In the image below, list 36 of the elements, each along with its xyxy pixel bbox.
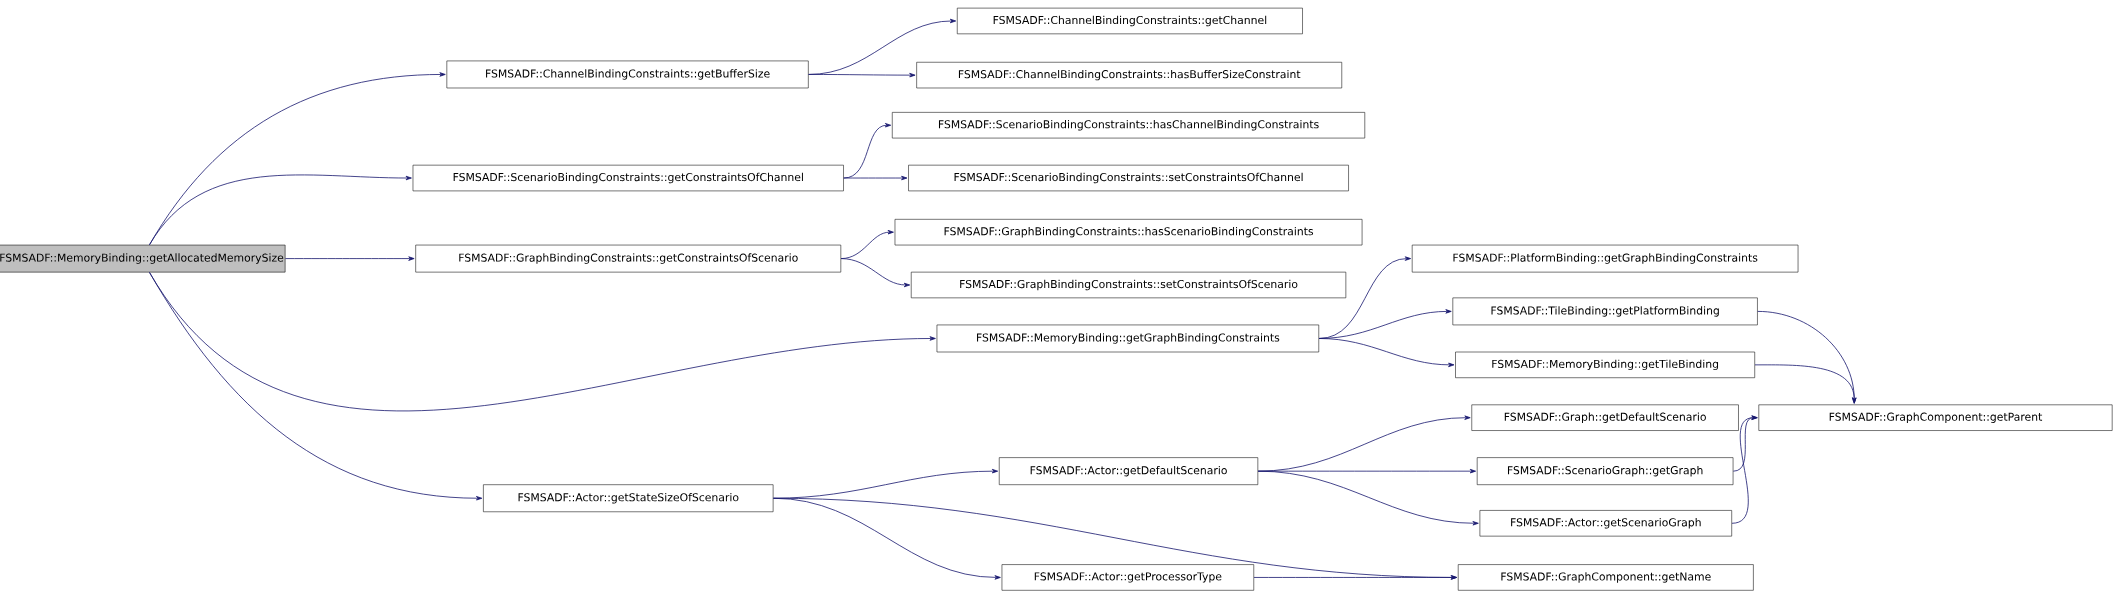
function-box: FSMSADF::MemoryBinding::getTileBinding — [1455, 351, 1755, 379]
arrow — [808, 73, 916, 78]
function-box: FSMSADF::ScenarioBindingConstraints::setConstraintsOfChannel — [908, 165, 1349, 192]
function-box: FSMSADF::Graph::getDefaultScenario — [1471, 404, 1739, 431]
function-box: FSMSADF::ScenarioGraph::getGraph — [1476, 457, 1734, 486]
function-box: FSMSADF::MemoryBinding::getAllocatedMemorySize — [0, 244, 286, 273]
arrow — [285, 256, 415, 261]
arrow — [1257, 470, 1479, 526]
arrow — [1318, 338, 1455, 368]
arrow — [1754, 364, 1857, 404]
arrow — [149, 272, 936, 412]
function-box: FSMSADF::Actor::getScenarioGraph — [1479, 510, 1732, 537]
function-box: FSMSADF::TileBinding::getPlatformBinding — [1452, 297, 1758, 326]
function-box: FSMSADF::PlatformBinding::getGraphBindingConstraints — [1411, 244, 1799, 273]
arrow — [1257, 415, 1471, 472]
arrow — [840, 258, 911, 288]
function-box: FSMSADF::GraphBindingConstraints::hasScenarioBindingConstraints — [894, 219, 1363, 246]
function-box: FSMSADF::GraphBindingConstraints::getConstraintsOfScenario — [415, 244, 842, 273]
function-box: FSMSADF::ChannelBindingConstraints::getBufferSize — [446, 60, 809, 89]
arrow — [1253, 575, 1458, 580]
arrow — [1731, 415, 1758, 524]
arrow — [149, 174, 412, 246]
arrow — [149, 72, 446, 246]
function-box: FSMSADF::Actor::getStateSizeOfScenario — [483, 484, 774, 513]
function-box: FSMSADF::GraphBindingConstraints::setConstraintsOfScenario — [910, 271, 1347, 299]
function-box: FSMSADF::ChannelBindingConstraints::getChannel — [957, 7, 1303, 35]
arrow — [149, 272, 483, 501]
function-box: FSMSADF::GraphComponent::getParent — [1758, 404, 2113, 431]
function-box: FSMSADF::Actor::getDefaultScenario — [998, 457, 1259, 486]
function-box: FSMSADF::ScenarioBindingConstraints::hasChannelBindingConstraints — [892, 112, 1366, 139]
function-box: FSMSADF::Actor::getProcessorType — [1001, 564, 1255, 591]
function-box: FSMSADF::ChannelBindingConstraints::hasBufferSizeConstraint — [916, 62, 1343, 89]
function-box: FSMSADF::ScenarioBindingConstraints::getConstraintsOfChannel — [412, 165, 844, 192]
function-box: FSMSADF::GraphComponent::getName — [1457, 564, 1754, 591]
function-box: FSMSADF::MemoryBinding::getGraphBindingConstraints — [936, 324, 1320, 353]
arrow — [843, 175, 908, 181]
